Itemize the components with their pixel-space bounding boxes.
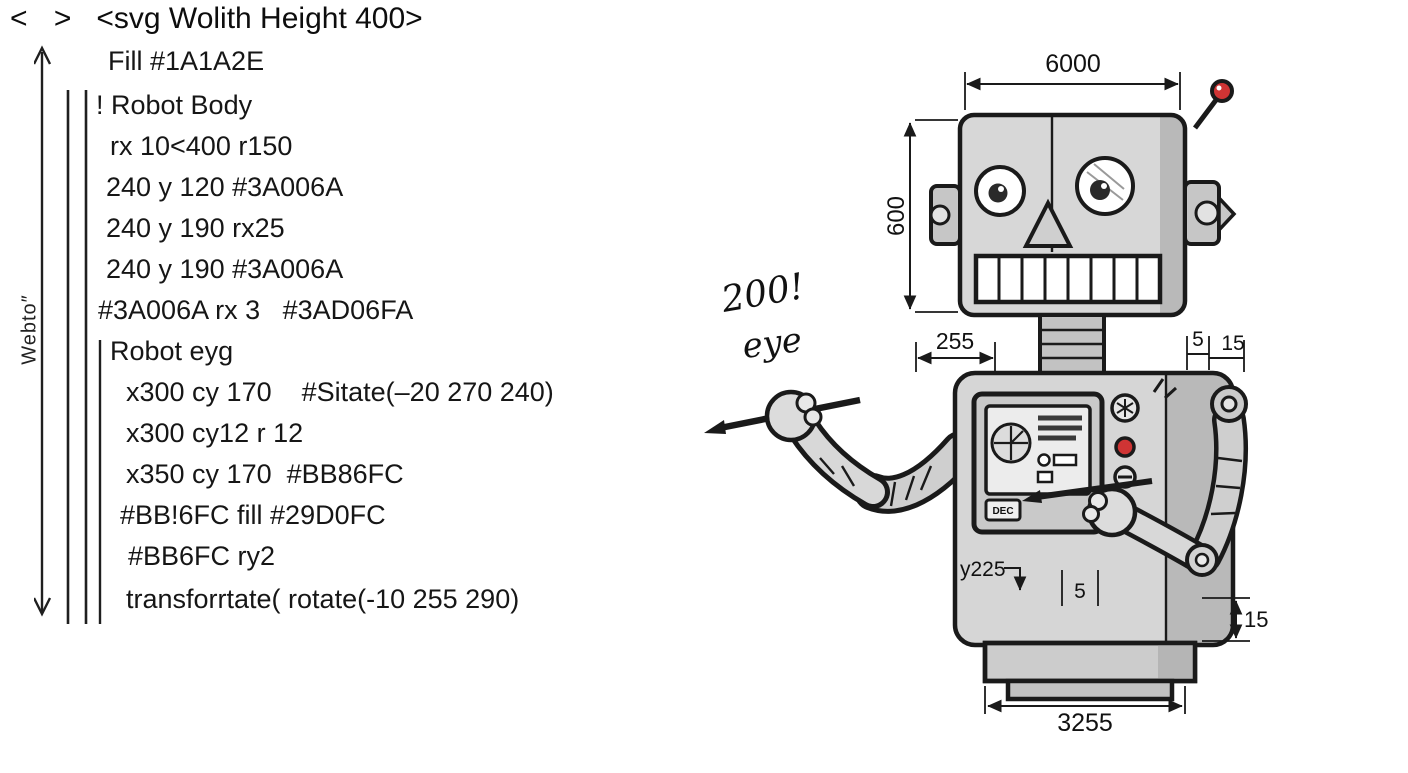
dimension-lines — [903, 72, 1250, 714]
panel-badge — [984, 498, 1022, 522]
code-line: x350 cy 170 #BB86FC — [126, 459, 404, 489]
arrow-up-chevron — [34, 45, 52, 65]
left-arm-ribs — [819, 457, 933, 507]
dimension-labels: 6000 600 255 5 15 y225 5 15 3255 — [883, 50, 1268, 737]
left-ear-knob — [929, 204, 951, 226]
right-arm-ribs — [1210, 456, 1243, 516]
left-forearm — [791, 416, 885, 504]
robot-left-arm — [704, 389, 979, 514]
dim-base-height-label: 15 — [1244, 607, 1268, 632]
antenna-ball — [1210, 79, 1234, 103]
code-line: 240 y 120 #3A006A — [106, 172, 344, 202]
vertical-axis-label: Webto″ — [18, 294, 41, 365]
mouth-teeth — [997, 256, 1139, 302]
hip-shading — [1158, 645, 1193, 679]
panel-dial-needle — [994, 426, 1028, 460]
arrow-down-chevron — [34, 597, 52, 617]
code-line: #3A006A rx 3 #3AD06FA — [98, 295, 414, 325]
panel-slider-lines — [1038, 415, 1082, 441]
neck-ribs — [1040, 328, 1104, 360]
right-ear-point — [1217, 193, 1237, 235]
left-knuckle-2 — [803, 407, 823, 427]
code-line: 240 y 190 #3A006A — [106, 254, 344, 284]
right-hand-pencil — [1036, 478, 1153, 500]
panel-badge-label: DEC — [992, 506, 1013, 517]
right-shoulder-hub — [1220, 395, 1238, 413]
robot-blueprint-svg: DEC — [704, 50, 1268, 737]
panel-toggle-knob — [1037, 453, 1051, 467]
robot-right-arm — [1022, 385, 1248, 577]
angle-brackets: < > — [10, 2, 81, 35]
code-line: rx 10<400 r150 — [110, 131, 293, 161]
handwritten-200-label: 200! — [717, 266, 807, 321]
dim-hand-gap-label: 5 — [1074, 580, 1086, 603]
right-ear-knob — [1194, 200, 1220, 226]
left-pencil-tip — [704, 420, 726, 434]
dim-head-width-label: 6000 — [1045, 50, 1101, 78]
left-eye-highlight — [998, 186, 1004, 192]
torso-red-button — [1114, 436, 1136, 458]
robot-neck — [1038, 313, 1106, 375]
code-line: ! Robot Body — [96, 90, 253, 120]
left-pupil — [988, 183, 1008, 203]
code-panel: < > <svg Wolith Height 400> Webto″ Fill #… — [0, 0, 680, 768]
dim-gap-large-label: 15 — [1221, 332, 1244, 355]
right-eye-highlight — [1101, 183, 1107, 189]
code-line: #BB6FC ry2 — [128, 541, 276, 571]
handwritten-annotations: 200! eye — [717, 266, 807, 367]
code-line: x300 cy12 r 12 — [126, 418, 304, 448]
handwritten-eye-label: eye — [740, 320, 804, 367]
robot-base — [982, 640, 1198, 702]
right-pencil-tip — [1022, 490, 1042, 503]
emphasis-ticks — [1152, 378, 1178, 400]
dim-shoulder-label: 255 — [936, 328, 974, 354]
right-elbow-hub — [1194, 552, 1210, 568]
right-pupil — [1090, 180, 1110, 200]
dim-head-height-label: 600 — [883, 196, 910, 236]
right-knuckle-2 — [1082, 505, 1100, 523]
code-gutter — [34, 45, 102, 624]
torso-vent-glyph — [1116, 399, 1134, 417]
antenna-stem — [1193, 94, 1221, 130]
code-line: transforrtate( rotate(-10 255 290) — [126, 584, 520, 614]
code-line: x300 cy 170 #Sitate(–20 270 240) — [126, 377, 554, 407]
robot-drawing: DEC — [688, 0, 1408, 768]
panel-toggle-small — [1036, 470, 1054, 484]
head-shading — [1160, 115, 1185, 315]
nose-triangle — [1022, 198, 1074, 248]
right-upper-arm — [1192, 407, 1244, 569]
panel-toggle-switch — [1052, 453, 1078, 467]
robot-head — [929, 79, 1237, 318]
code-line: 240 y 190 rx25 — [106, 213, 285, 243]
dim-body-offset-label: y225 — [960, 558, 1006, 581]
code-line: Robot eyg — [110, 336, 234, 366]
code-line: Fill #1A1A2E — [108, 46, 265, 76]
code-header: < > <svg Wolith Height 400> — [10, 2, 423, 36]
dim-base-width-label: 3255 — [1057, 709, 1113, 737]
dim-gap-small-label: 5 — [1192, 328, 1204, 351]
leader-y225 — [1004, 567, 1027, 591]
base-plate — [1005, 678, 1175, 702]
code-line: #BB!6FC fill #29D0FC — [120, 500, 386, 530]
svg-tag-title: <svg Wolith Height 400> — [96, 2, 423, 35]
antenna-ball-highlight — [1216, 85, 1222, 91]
